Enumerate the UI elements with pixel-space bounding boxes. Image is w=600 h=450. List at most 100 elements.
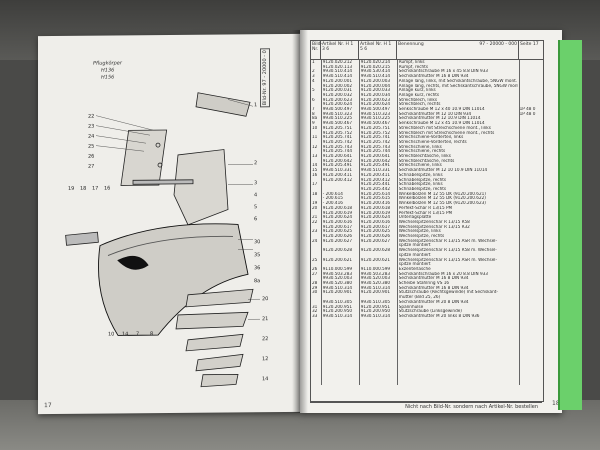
cell-d: Anlage kurz, rechts xyxy=(398,92,440,97)
header-desc-code: 97 - 20000 - 000 xyxy=(479,42,517,47)
callout: 17 xyxy=(92,185,99,192)
cell-b: 9120.020.215 xyxy=(360,64,391,69)
table-row: spitze montiert xyxy=(311,243,543,248)
cell-b: 9120.200.618 xyxy=(360,205,391,210)
cell-b: 9120.200.412 xyxy=(360,177,391,182)
cell-a: 9930.510.225 xyxy=(322,116,353,121)
cell-d: Unterlagsplatte xyxy=(398,215,432,220)
cell-a: 9930.520.003 xyxy=(322,276,353,281)
cell-d: Wechselspitzenschar R 13/15 ASR m. Wechs… xyxy=(398,257,497,262)
cell-d: Wechselspitzenschar R 13/15 R58 xyxy=(398,219,470,224)
cell-a: - 200.416 xyxy=(322,201,343,206)
cell-b: 9120.200.004 xyxy=(360,83,391,88)
cell-b: 9110.000.599 xyxy=(360,266,391,271)
callout: 6 xyxy=(254,216,258,223)
cell-d: Sechskantschraube M 16 x 45 8.8 DIN 933 xyxy=(398,69,488,74)
cell-a: 9930.510.314 xyxy=(322,313,353,318)
cell-b: 9120.200.621 xyxy=(360,257,391,262)
cell-d: Exzenterlasche xyxy=(398,266,431,271)
cell-d: Scheibe Stahlring VS 16 xyxy=(398,281,450,286)
cell-d: Sechskantmutter M 12 10.9 DIN 11014 xyxy=(398,116,481,121)
callout: 21 xyxy=(262,316,269,323)
frog-body xyxy=(173,149,229,226)
moldboard xyxy=(98,223,249,336)
share-parts xyxy=(175,288,254,388)
table-header: Bild-Nr. Artikel Nr. H 1 3 6 Artikel Nr.… xyxy=(311,41,543,60)
cell-b: 9120.200.616 xyxy=(360,219,391,224)
cell-a: 9120.200.032 xyxy=(322,92,353,97)
callout: 2 xyxy=(254,160,258,167)
cell-nr: 31 xyxy=(312,304,318,309)
cell-d: Streichschiene-Vorderteil, links xyxy=(398,135,464,140)
cell-b: 9120.200.626 xyxy=(360,234,391,239)
cell-nr: 15 xyxy=(312,168,318,173)
cell-b: 9930.500.467 xyxy=(360,121,391,126)
cell-nr: 9 xyxy=(312,121,315,126)
cell-b: 9930.520.003 xyxy=(360,276,391,281)
cell-nr: 25 xyxy=(312,257,318,262)
cell-b: 9930.510.305 xyxy=(360,299,391,304)
cell-nr: 10 xyxy=(312,125,318,130)
cell-nr: 17 xyxy=(312,182,318,187)
table-footer-note: Nicht nach Bild-Nr. sondern nach Artikel… xyxy=(310,402,542,411)
cell-b: 9120.200.627 xyxy=(360,238,391,243)
cell-b: 9120.200.951 xyxy=(360,304,391,309)
cell-d: Sechskantmutter M 16 8 DIN 934 xyxy=(398,74,469,79)
cell-d: Schnabelspitze, rechts xyxy=(398,177,447,182)
right-page-number: 18 xyxy=(552,400,560,407)
callout: 23 xyxy=(88,123,95,130)
cell-a: 9120.200.642 xyxy=(322,158,353,163)
cell-nr: 28 xyxy=(312,281,318,286)
cell-d: Rumpf, rechts xyxy=(398,64,429,69)
cell-a: - 200.614 xyxy=(322,191,343,196)
cell-a: 9120.205.743 xyxy=(322,144,353,149)
cell-b: 9120.205.491 xyxy=(360,163,391,168)
cell-d: Streichblech mit Streichschiene mont., r… xyxy=(398,130,495,135)
cell-nr: 32 xyxy=(312,309,318,314)
cell-nr: 33 xyxy=(312,313,318,318)
cell-b: 9930.510.331 xyxy=(360,168,391,173)
cell-a: 9120.200.624 xyxy=(322,102,353,107)
cell-a: 9120.205.491 xyxy=(322,163,353,168)
cell-nr: 27 xyxy=(312,271,318,276)
cell-d: Sechskantmutter M 12 10 10.9 DIN 11014 xyxy=(398,168,488,173)
cell-a: 9120.200.951 xyxy=(322,304,353,309)
cell-nr: 13 xyxy=(312,154,318,159)
cell-d: spitze montiert xyxy=(398,243,431,248)
cell-b: 9930.503.283 xyxy=(360,271,391,276)
cell-nr: 11 xyxy=(312,135,318,140)
cell-d: Sechskantmutter M 12 10 DIN 934 xyxy=(398,111,472,116)
cell-d: Sechskantmutter M 20 8 DIN 934 xyxy=(398,299,469,304)
cell-a: 9930.510.414 xyxy=(322,74,353,79)
callout: 22 xyxy=(88,113,95,120)
cell-b: 9120.205.752 xyxy=(360,130,391,135)
cell-a: 9120.200.623 xyxy=(322,97,353,102)
cell-a: 9120.200.616 xyxy=(322,219,353,224)
cell-d: mutter (Bild 25, 26) xyxy=(398,295,441,300)
cell-d: Sechskantmutter M 16 8 DIN 934 xyxy=(398,276,469,281)
